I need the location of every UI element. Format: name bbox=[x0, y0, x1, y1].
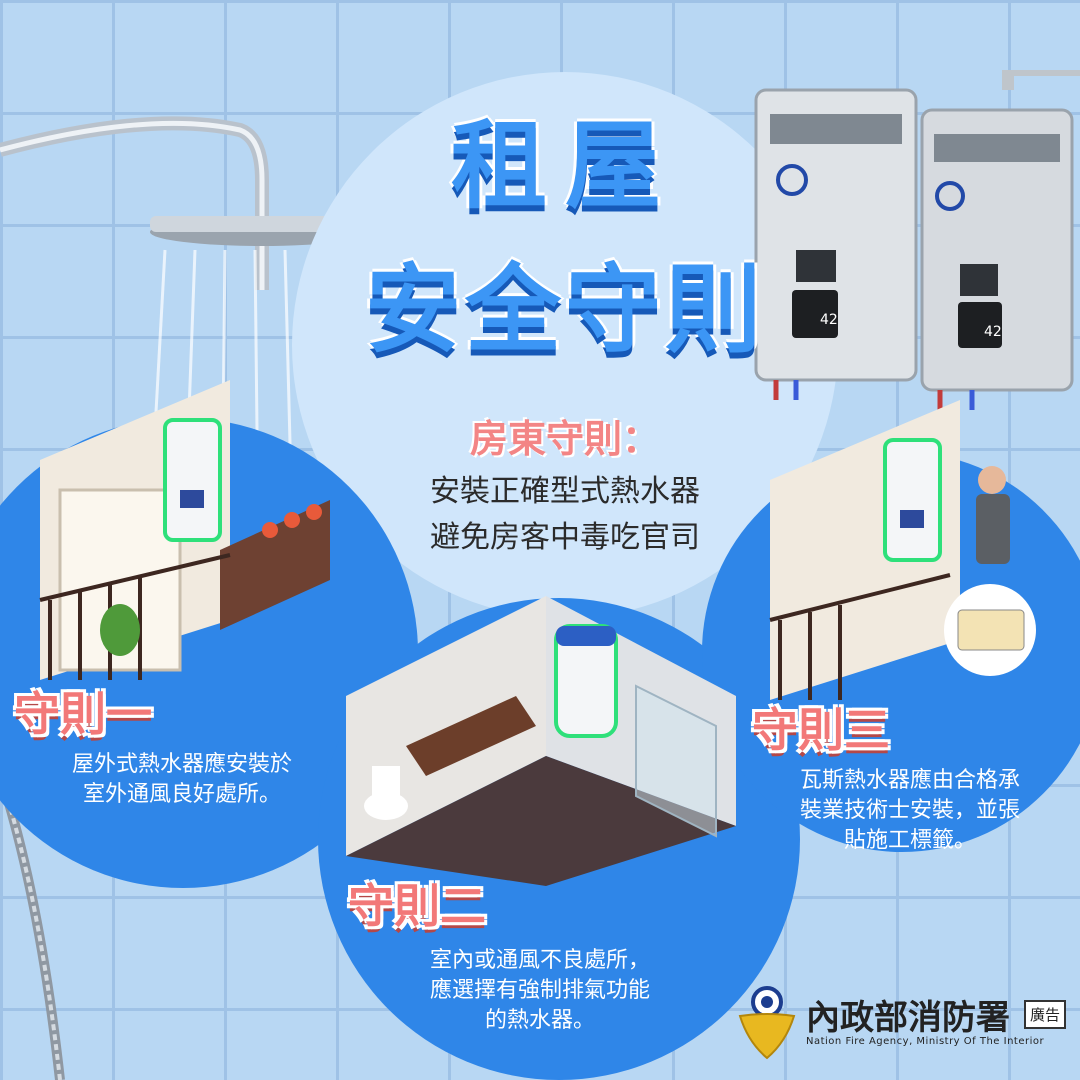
advertisement-label: 廣告 bbox=[1024, 1000, 1067, 1029]
rule2-heading: 守則二 bbox=[348, 879, 486, 933]
heater-display-right: 42 bbox=[984, 324, 1002, 340]
rule3-heading: 守則三 bbox=[752, 703, 890, 757]
agency-name-zh: 內政部消防署 bbox=[806, 998, 1010, 1038]
rule1-body: 屋外式熱水器應安裝於 室外通風良好處所。 bbox=[52, 750, 312, 810]
rule3-line2: 裝業技術士安裝，並張 bbox=[799, 798, 1020, 823]
bathroom-heater-illustration bbox=[346, 596, 736, 886]
water-heater-pair-illustration: 42 42 bbox=[754, 70, 1080, 410]
rule3-body: 瓦斯熱水器應由合格承 裝業技術士安裝，並張 貼施工標籤。 bbox=[770, 766, 1050, 856]
rule1-heading: 守則一 bbox=[14, 687, 152, 741]
poster-title-line1: 租屋 bbox=[451, 110, 679, 222]
balcony-heater-illustration bbox=[39, 380, 330, 680]
rule1-line1: 屋外式熱水器應安裝於 bbox=[71, 752, 292, 777]
landlord-rules-heading: 房東守則： bbox=[469, 417, 660, 461]
rule3-line1: 瓦斯熱水器應由合格承 bbox=[799, 768, 1020, 793]
rule2-line3: 的熱水器。 bbox=[484, 1008, 595, 1033]
rule3-line3: 貼施工標籤。 bbox=[843, 828, 976, 853]
agency-name-en: Nation Fire Agency, Ministry Of The Inte… bbox=[806, 1036, 1045, 1047]
poster-title-line2: 安全守則 bbox=[365, 254, 765, 366]
rule2-line1: 室內或通風不良處所， bbox=[429, 948, 650, 973]
heater-display-left: 42 bbox=[820, 312, 838, 328]
rule1-line2: 室外通風良好處所。 bbox=[82, 782, 281, 807]
installer-heater-illustration bbox=[769, 400, 1036, 700]
lead-text-line2: 避免房客中毒吃官司 bbox=[430, 520, 700, 555]
rule2-body: 室內或通風不良處所， 應選擇有強制排氣功能 的熱水器。 bbox=[410, 946, 670, 1036]
rule2-line2: 應選擇有強制排氣功能 bbox=[429, 978, 650, 1003]
lead-text-line1: 安裝正確型式熱水器 bbox=[430, 474, 700, 509]
agency-emblem-icon bbox=[738, 986, 796, 1060]
